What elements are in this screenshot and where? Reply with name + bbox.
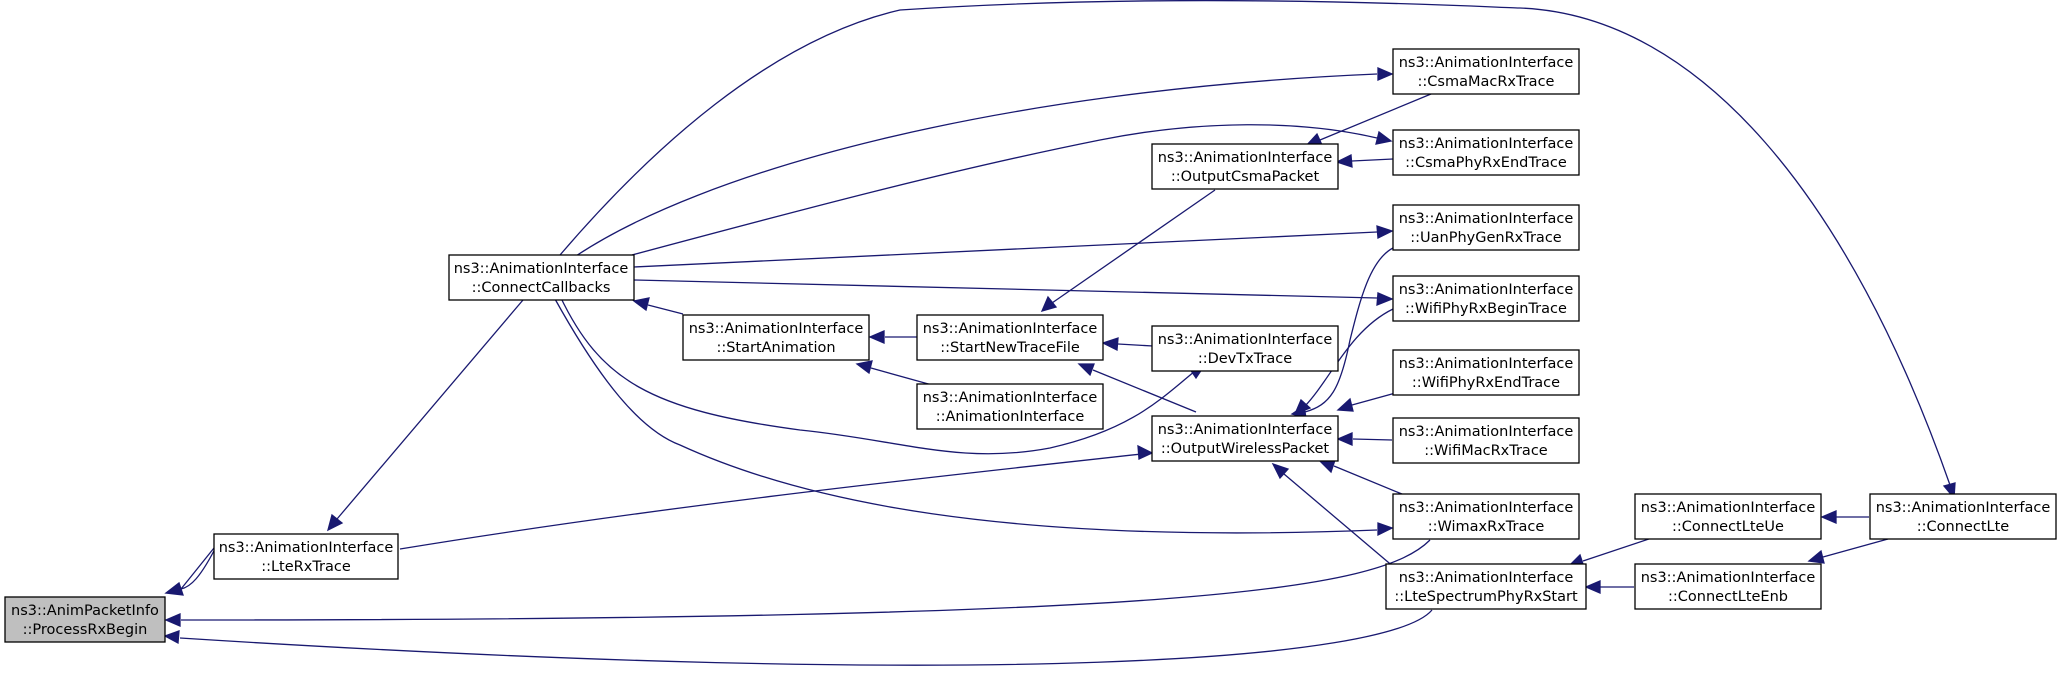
edge-ltespectrum-to-processrxbegin — [163, 609, 1433, 666]
node-startnewtracefile-line1: ns3::AnimationInterface — [923, 321, 1098, 337]
edge-connectlte-to-processrxbegin — [164, 539, 1431, 627]
node-processrxbegin-line1: ns3::AnimPacketInfo — [11, 603, 159, 619]
node-csmaphyrxendtrace-line1: ns3::AnimationInterface — [1399, 136, 1574, 152]
node-wifiphyrxendtrace-line1: ns3::AnimationInterface — [1399, 356, 1574, 372]
edge-ltespectrum-to-outputwireless — [1271, 462, 1396, 569]
edges — [163, 0, 1956, 666]
edge-devtxtrace-to-connectcallbacks — [559, 295, 1206, 455]
node-connectlte-line1: ns3::AnimationInterface — [1876, 500, 2051, 516]
node-connectcallbacks[interactable]: ns3::AnimationInterface ::ConnectCallbac… — [448, 254, 635, 301]
edge-outputwireless-to-lterxtrace — [399, 444, 1154, 550]
edge-connectlte-to-connectlteue — [1820, 510, 1869, 524]
node-ltespectrumphyrxstart[interactable]: ns3::AnimationInterface ::LteSpectrumPhy… — [1385, 563, 1587, 610]
node-processrxbegin[interactable]: ns3::AnimPacketInfo ::ProcessRxBegin — [4, 596, 166, 643]
node-animationinterface-line1: ns3::AnimationInterface — [923, 390, 1098, 406]
node-ltespectrumphyrxstart-line2: ::LteSpectrumPhyRxStart — [1394, 589, 1578, 605]
node-processrxbegin-line2: ::ProcessRxBegin — [23, 622, 148, 638]
node-lterxtrace[interactable]: ns3::AnimationInterface ::LteRxTrace — [213, 533, 399, 580]
node-startanimation[interactable]: ns3::AnimationInterface ::StartAnimation — [682, 314, 870, 361]
node-connectlteue-line2: ::ConnectLteUe — [1672, 519, 1784, 535]
node-connectlte-line2: ::ConnectLte — [1917, 519, 2009, 535]
node-animationinterface-line2: ::AnimationInterface — [936, 409, 1085, 425]
edge-connectcallbacks-to-wifiphyrxbegin — [633, 279, 1394, 306]
edge-wimaxrx-to-outputwireless — [1318, 459, 1415, 500]
node-connectcallbacks-line2: ::ConnectCallbacks — [472, 280, 611, 296]
edge-animationinterface-to-startanimation — [855, 360, 933, 386]
node-wimaxrxtrace[interactable]: ns3::AnimationInterface ::WimaxRxTrace — [1392, 493, 1580, 540]
edge-lterxtrace-to-processrxbegin — [180, 542, 219, 590]
edge-lterxtrace-to-processrxbegin — [164, 542, 219, 596]
node-wifiphyrxbegintrace-line1: ns3::AnimationInterface — [1399, 282, 1574, 298]
node-connectlteenb-line2: ::ConnectLteEnb — [1668, 589, 1788, 605]
edge-devtxtrace-to-startnewtracefile — [1101, 337, 1154, 352]
node-wimaxrxtrace-line1: ns3::AnimationInterface — [1399, 500, 1574, 516]
node-uanphygenrxtrace-line1: ns3::AnimationInterface — [1399, 211, 1574, 227]
node-connectlteenb-line1: ns3::AnimationInterface — [1641, 570, 1816, 586]
nodes: ns3::AnimPacketInfo ::ProcessRxBegin ns3… — [4, 48, 2057, 643]
edge-connectcallbacks-to-wimaxrx — [554, 298, 1394, 537]
node-wimaxrxtrace-line2: ::WimaxRxTrace — [1428, 519, 1545, 535]
node-outputwirelesspacket[interactable]: ns3::AnimationInterface ::OutputWireless… — [1151, 415, 1339, 462]
node-ltespectrumphyrxstart-line1: ns3::AnimationInterface — [1399, 570, 1574, 586]
node-lterxtrace-line2: ::LteRxTrace — [261, 559, 351, 575]
node-startnewtracefile[interactable]: ns3::AnimationInterface ::StartNewTraceF… — [916, 314, 1104, 361]
node-csmaphyrxendtrace-line2: ::CsmaPhyRxEndTrace — [1405, 155, 1567, 171]
edge-connectlteue-to-ltespectrum — [1567, 537, 1653, 568]
node-wifiphyrxbegintrace[interactable]: ns3::AnimationInterface ::WifiPhyRxBegin… — [1392, 275, 1580, 322]
node-lterxtrace-line1: ns3::AnimationInterface — [219, 540, 394, 556]
node-devtxtrace[interactable]: ns3::AnimationInterface ::DevTxTrace — [1151, 325, 1339, 372]
edge-connectcallbacks-to-uanphy — [633, 225, 1394, 268]
node-devtxtrace-line2: ::DevTxTrace — [1198, 351, 1292, 367]
node-connectlte[interactable]: ns3::AnimationInterface ::ConnectLte — [1869, 493, 2057, 540]
node-csmamacrxtrace-line2: ::CsmaMacRxTrace — [1418, 74, 1555, 90]
node-connectlteue-line1: ns3::AnimationInterface — [1641, 500, 1816, 516]
edge-wifimacrx-to-outputwireless — [1336, 432, 1393, 446]
node-startnewtracefile-line2: ::StartNewTraceFile — [940, 340, 1080, 356]
node-wifiphyrxbegintrace-line2: ::WifiPhyRxBeginTrace — [1405, 301, 1567, 317]
node-animationinterface[interactable]: ns3::AnimationInterface ::AnimationInter… — [916, 383, 1104, 430]
node-connectcallbacks-line1: ns3::AnimationInterface — [454, 261, 629, 277]
node-outputwirelesspacket-line1: ns3::AnimationInterface — [1158, 422, 1333, 438]
node-startanimation-line2: ::StartAnimation — [716, 340, 835, 356]
edge-connectlteenb-to-ltespectrum — [1584, 580, 1634, 594]
edge-connectcallbacks-to-csmamacrx — [569, 67, 1394, 261]
node-startanimation-line1: ns3::AnimationInterface — [689, 321, 864, 337]
node-connectlteenb[interactable]: ns3::AnimationInterface ::ConnectLteEnb — [1634, 563, 1822, 610]
edge-startanimation-to-connectcallbacks — [632, 297, 684, 315]
edge-wifiphyrxbegin-to-outputwireless — [1293, 308, 1394, 416]
node-csmamacrxtrace[interactable]: ns3::AnimationInterface ::CsmaMacRxTrace — [1392, 48, 1580, 95]
node-wifiphyrxendtrace-line2: ::WifiPhyRxEndTrace — [1412, 375, 1560, 391]
edge-connectcallbacks-to-lterxtrace — [327, 299, 524, 532]
edge-connectcallbacks-to-csmaphyrx — [631, 124, 1393, 256]
node-uanphygenrxtrace[interactable]: ns3::AnimationInterface ::UanPhyGenRxTra… — [1392, 204, 1580, 251]
edge-outputwireless-to-startnewtracefile — [1077, 363, 1197, 413]
node-csmamacrxtrace-line1: ns3::AnimationInterface — [1399, 55, 1574, 71]
edge-wifiphyrxend-to-outputwireless — [1336, 391, 1400, 412]
node-outputcsmapacket[interactable]: ns3::AnimationInterface ::OutputCsmaPack… — [1151, 143, 1339, 190]
edge-connectlte-to-connectlteenb — [1807, 538, 1889, 564]
edge-outputcsma-to-startnewtracefile — [1040, 189, 1216, 313]
node-wifimacrxtrace-line1: ns3::AnimationInterface — [1399, 424, 1574, 440]
edge-csmaphyrx-to-outputcsma — [1335, 153, 1394, 168]
node-outputcsmapacket-line2: ::OutputCsmaPacket — [1171, 169, 1320, 185]
node-wifiphyrxendtrace[interactable]: ns3::AnimationInterface ::WifiPhyRxEndTr… — [1392, 349, 1580, 396]
node-wifimacrxtrace-line2: ::WifiMacRxTrace — [1424, 443, 1548, 459]
node-csmaphyrxendtrace[interactable]: ns3::AnimationInterface ::CsmaPhyRxEndTr… — [1392, 129, 1580, 176]
node-devtxtrace-line1: ns3::AnimationInterface — [1158, 332, 1333, 348]
node-outputwirelesspacket-line2: ::OutputWirelessPacket — [1161, 441, 1330, 457]
node-outputcsmapacket-line1: ns3::AnimationInterface — [1158, 150, 1333, 166]
edge-startnewtracefile-to-startanimation — [868, 330, 917, 344]
node-uanphygenrxtrace-line2: ::UanPhyGenRxTrace — [1410, 230, 1562, 246]
node-wifimacrxtrace[interactable]: ns3::AnimationInterface ::WifiMacRxTrace — [1392, 417, 1580, 464]
node-connectlteue[interactable]: ns3::AnimationInterface ::ConnectLteUe — [1634, 493, 1822, 540]
